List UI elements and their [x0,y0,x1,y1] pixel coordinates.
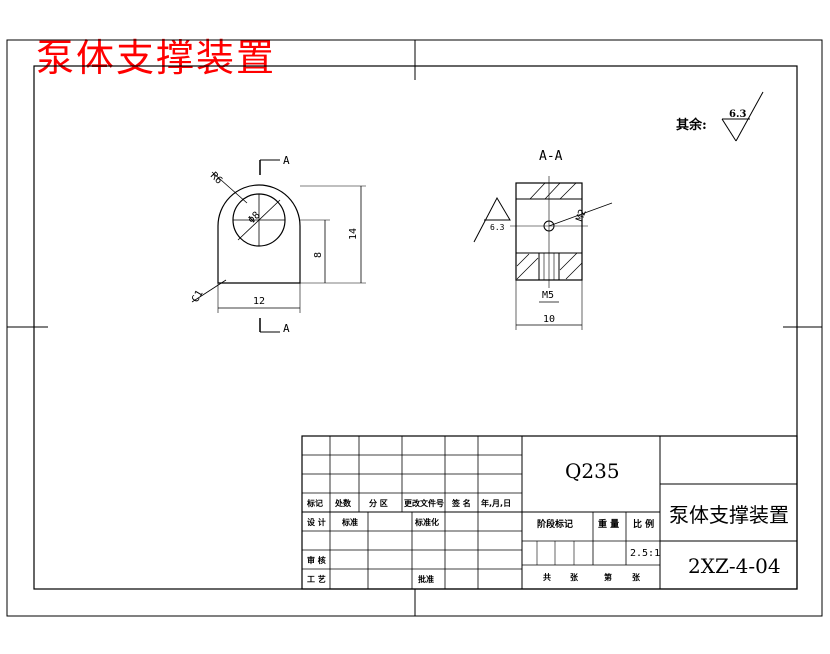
front-view-labels: A A R6 Φ8 14 8 12 C1 [190,154,359,335]
dim-width-sec-label: 10 [543,314,555,325]
title-block-text: 标记 处数 分 区 更改文件号 签 名 年,月,日 设 计 标准 标准化 审 核… [306,459,789,584]
tb-part-name: 泵体支撑装置 [669,503,789,527]
section-hatching [516,182,583,280]
tb-scale-label: 比 例 [633,518,654,530]
roughness-note: 其余: 6.3 [676,91,764,142]
roughness-label: 其余: [676,117,707,133]
tb-page-sheet-label: 张 [632,573,641,582]
tb-header-2: 分 区 [369,498,388,508]
tb-header-4: 签 名 [451,498,471,508]
front-body-outline [217,184,301,284]
dim-height-total-label: 14 [348,228,359,240]
drawing-title: 泵体支撑装置 [36,36,277,80]
tb-approve-label: 批准 [418,574,434,584]
dim-thread-bottom-label: M5 [542,290,554,301]
section-mark-top: A [283,154,290,167]
roughness-value: 6.3 [729,109,746,120]
dim-hole-label: Φ8 [246,210,262,226]
front-view [191,159,366,333]
radius-leader [211,171,248,204]
dim-radius-label: R6 [208,170,224,186]
tb-std-label: 标准化 [414,517,439,527]
section-mark-bottom: A [283,322,290,335]
section-view-labels: A-A M2 M5 10 6.3 [490,149,589,325]
tb-header-1: 处数 [334,498,352,508]
local-roughness-value: 6.3 [490,223,505,232]
tb-page-label: 第 [604,572,612,582]
section-view [473,176,613,330]
tb-design-label: 设 计 [307,517,326,527]
hole-leader [237,199,281,241]
dim-chamfer-label: C1 [190,289,206,305]
tb-drawing-no: 2XZ-4-04 [688,554,781,578]
tb-total-label: 共 [543,572,551,582]
dim-height-center-label: 8 [313,252,324,258]
section-title: A-A [539,149,563,164]
tb-header-0: 标记 [306,498,323,508]
centering-marks [7,40,822,616]
tb-sheets-label: 张 [570,573,579,582]
tb-process-label: 工 艺 [307,574,326,584]
chamfer-leader [191,279,227,303]
tb-stage-mark-label: 阶段标记 [537,518,573,530]
tb-header-3: 更改文件号 [404,498,444,508]
tb-scale-value: 2.5:1 [630,548,660,559]
dim-thread-top-label: M2 [574,208,588,223]
tb-review-label: 审 核 [307,555,326,565]
title-block [301,435,798,590]
local-roughness-icon [473,196,511,243]
tb-material: Q235 [565,459,620,483]
thread-leader-top [548,202,613,227]
dim-width-label: 12 [253,296,265,307]
tb-weight-label: 重 量 [598,518,619,530]
roughness-icon [721,91,764,142]
tb-design-signoff: 标准 [341,517,358,527]
tb-header-5: 年,月,日 [481,498,511,508]
